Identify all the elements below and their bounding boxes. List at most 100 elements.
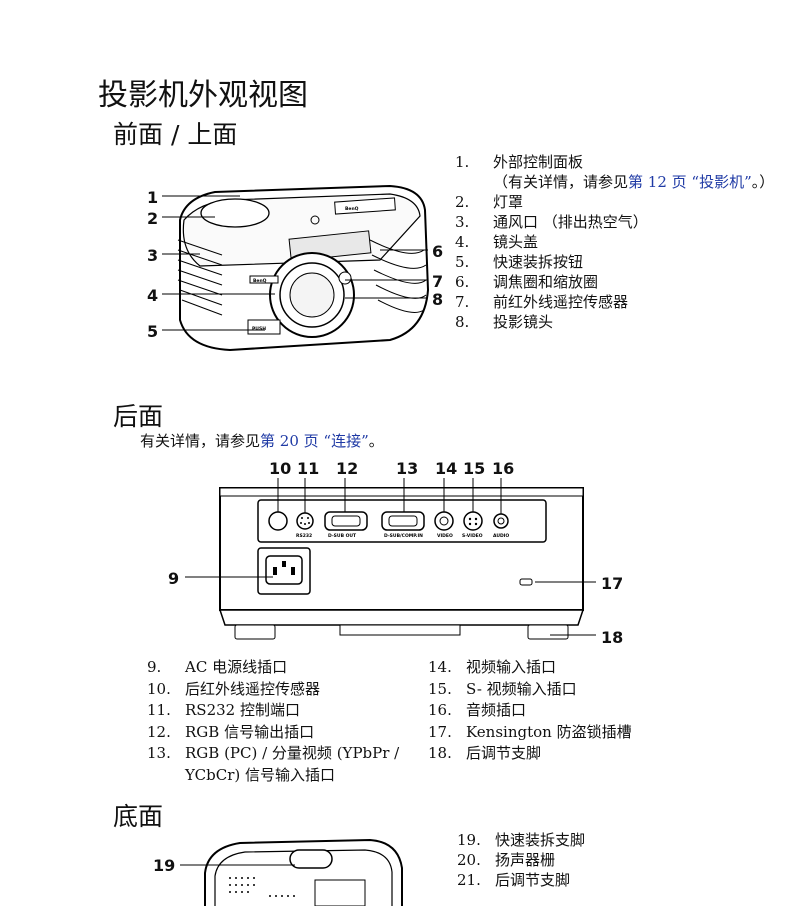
section-heading-bottom: 底面 — [113, 802, 164, 831]
item-number: 21. — [457, 871, 481, 889]
callout-16: 16 — [492, 459, 515, 478]
item-label: 快速装拆支脚 — [495, 831, 586, 849]
item-label: 快速装拆按钮 — [493, 253, 584, 271]
item-number: 1. — [455, 153, 470, 171]
item-label: 视频输入插口 — [466, 658, 557, 676]
item-label: AC 电源线插口 — [185, 658, 288, 676]
item-number: 18. — [428, 744, 452, 762]
item-number: 17. — [428, 722, 452, 741]
list-item: 3. 通风口 （排出热空气） — [455, 212, 775, 232]
list-item: 7.前红外线遥控传感器 — [455, 292, 775, 312]
list-item: 10. 后红外线遥控传感器 — [147, 679, 417, 701]
callout-6: 6 — [432, 242, 444, 261]
callout-7: 7 — [432, 272, 444, 291]
list-item: 19. 快速装拆支脚 — [457, 830, 757, 850]
list-item: 6. 调焦圈和缩放圈 — [455, 272, 775, 292]
port-label: S-VIDEO — [462, 533, 483, 539]
callout-14: 14 — [435, 459, 458, 478]
item-label: RS232 控制端口 — [185, 701, 300, 719]
note-text: （有关详情，请参见 — [493, 173, 629, 191]
callout-13: 13 — [396, 459, 419, 478]
port-label: RS232 — [296, 533, 312, 539]
item-number: 20. — [457, 851, 481, 869]
callout-8: 8 — [432, 290, 444, 309]
item-number: 9. — [147, 658, 162, 676]
projector-front-illustration: BenQ BenQ PUSH — [162, 184, 430, 352]
item-label: YCbCr) 信号输入插口 — [185, 765, 335, 784]
bottom-parts-list: 19. 快速装拆支脚 20. 扬声器栅 21. 后调节支脚 — [457, 830, 757, 890]
list-item: 11. RS232 控制端口 — [147, 700, 417, 722]
item-number: 4. — [455, 233, 470, 251]
port-label: VIDEO — [437, 533, 453, 539]
list-item: 2.灯罩 — [455, 192, 775, 212]
section-heading-rear: 后面 — [113, 402, 164, 431]
item-label: S- 视频输入插口 — [466, 679, 577, 698]
item-number: 11. — [147, 701, 171, 719]
svg-text:PUSH: PUSH — [252, 326, 266, 332]
port-label: D-SUB OUT — [328, 533, 357, 539]
item-label: Kensington 防盗锁插槽 — [466, 722, 632, 741]
item-label: 调焦圈和缩放圈 — [493, 273, 599, 291]
item-number: 15. — [428, 679, 452, 698]
callout-4: 4 — [147, 286, 159, 305]
rear-parts-list-left: 9. AC 电源线插口 10. 后红外线遥控传感器 11. RS232 控制端口 12… — [147, 657, 417, 786]
list-item: 13. RGB (PC) / 分量视频 (YPbPr / — [147, 743, 417, 765]
item-label: 外部控制面板 — [493, 153, 584, 171]
page-title: 投影机外观视图 — [98, 78, 308, 113]
svg-text:BenQ: BenQ — [253, 278, 267, 284]
callout-11: 11 — [297, 459, 320, 478]
item-number: 3. — [455, 213, 470, 231]
callout-5: 5 — [147, 322, 159, 341]
callout-1: 1 — [147, 188, 159, 207]
list-item: 1. 外部控制面板 — [455, 152, 775, 172]
callout-19: 19 — [153, 856, 176, 875]
item-label: 音频插口 — [466, 701, 527, 719]
list-item: 16. 音频插口 — [428, 700, 728, 722]
item-label: 后红外线遥控传感器 — [185, 679, 321, 698]
list-item: 18. 后调节支脚 — [428, 743, 728, 765]
note-text: 。） — [751, 173, 775, 191]
callout-18: 18 — [601, 628, 624, 647]
item-number: 8. — [455, 313, 470, 331]
note-text: 。 — [368, 432, 384, 450]
port-label: D-SUB/COMP.IN — [384, 533, 423, 539]
item-number: 13. — [147, 744, 171, 762]
front-parts-list: 1. 外部控制面板 （有关详情，请参见第 12 页 “投影机”。） 2.灯罩 3… — [455, 152, 775, 332]
page-reference-link[interactable]: 第 20 页 “连接” — [260, 432, 369, 450]
list-item: YCbCr) 信号输入插口 — [147, 765, 417, 787]
item-label: 镜头盖 — [493, 233, 539, 251]
note-text: 有关详情，请参见 — [140, 432, 261, 450]
list-item: 5.快速装拆按钮 — [455, 252, 775, 272]
callout-17: 17 — [601, 574, 624, 593]
list-item: 14.视频输入插口 — [428, 657, 728, 679]
item-label: 后调节支脚 — [466, 744, 542, 762]
item-label: RGB (PC) / 分量视频 (YPbPr / — [185, 744, 400, 762]
item-number: 16. — [428, 701, 452, 719]
callout-12: 12 — [336, 459, 359, 478]
list-item: 17. Kensington 防盗锁插槽 — [428, 722, 728, 744]
item-number: 10. — [147, 679, 171, 698]
port-label: AUDIO — [493, 533, 509, 539]
item-label: 后调节支脚 — [495, 871, 571, 889]
item-label: 扬声器栅 — [495, 851, 556, 869]
item-number: 6. — [455, 273, 470, 291]
list-item-note: （有关详情，请参见第 12 页 “投影机”。） — [455, 172, 775, 192]
item-label: 通风口 （排出热空气） — [493, 213, 648, 231]
page-reference-link[interactable]: 第 12 页 “投影机” — [628, 173, 752, 191]
item-label: 投影镜头 — [493, 313, 554, 331]
list-item: 4. 镜头盖 — [455, 232, 775, 252]
callout-10: 10 — [269, 459, 292, 478]
list-item: 8. 投影镜头 — [455, 312, 775, 332]
item-number: 19. — [457, 831, 481, 849]
list-item: 15. S- 视频输入插口 — [428, 679, 728, 701]
callout-15: 15 — [463, 459, 486, 478]
rear-note: 有关详情，请参见第 20 页 “连接”。 — [140, 430, 384, 451]
list-item: 9. AC 电源线插口 — [147, 657, 417, 679]
list-item: 20. 扬声器栅 — [457, 850, 757, 870]
callout-9: 9 — [168, 569, 180, 588]
callout-3: 3 — [147, 246, 159, 265]
list-item: 21. 后调节支脚 — [457, 870, 757, 890]
list-item: 12.RGB 信号输出插口 — [147, 722, 417, 744]
item-label: 前红外线遥控传感器 — [493, 293, 629, 311]
callout-2: 2 — [147, 209, 159, 228]
